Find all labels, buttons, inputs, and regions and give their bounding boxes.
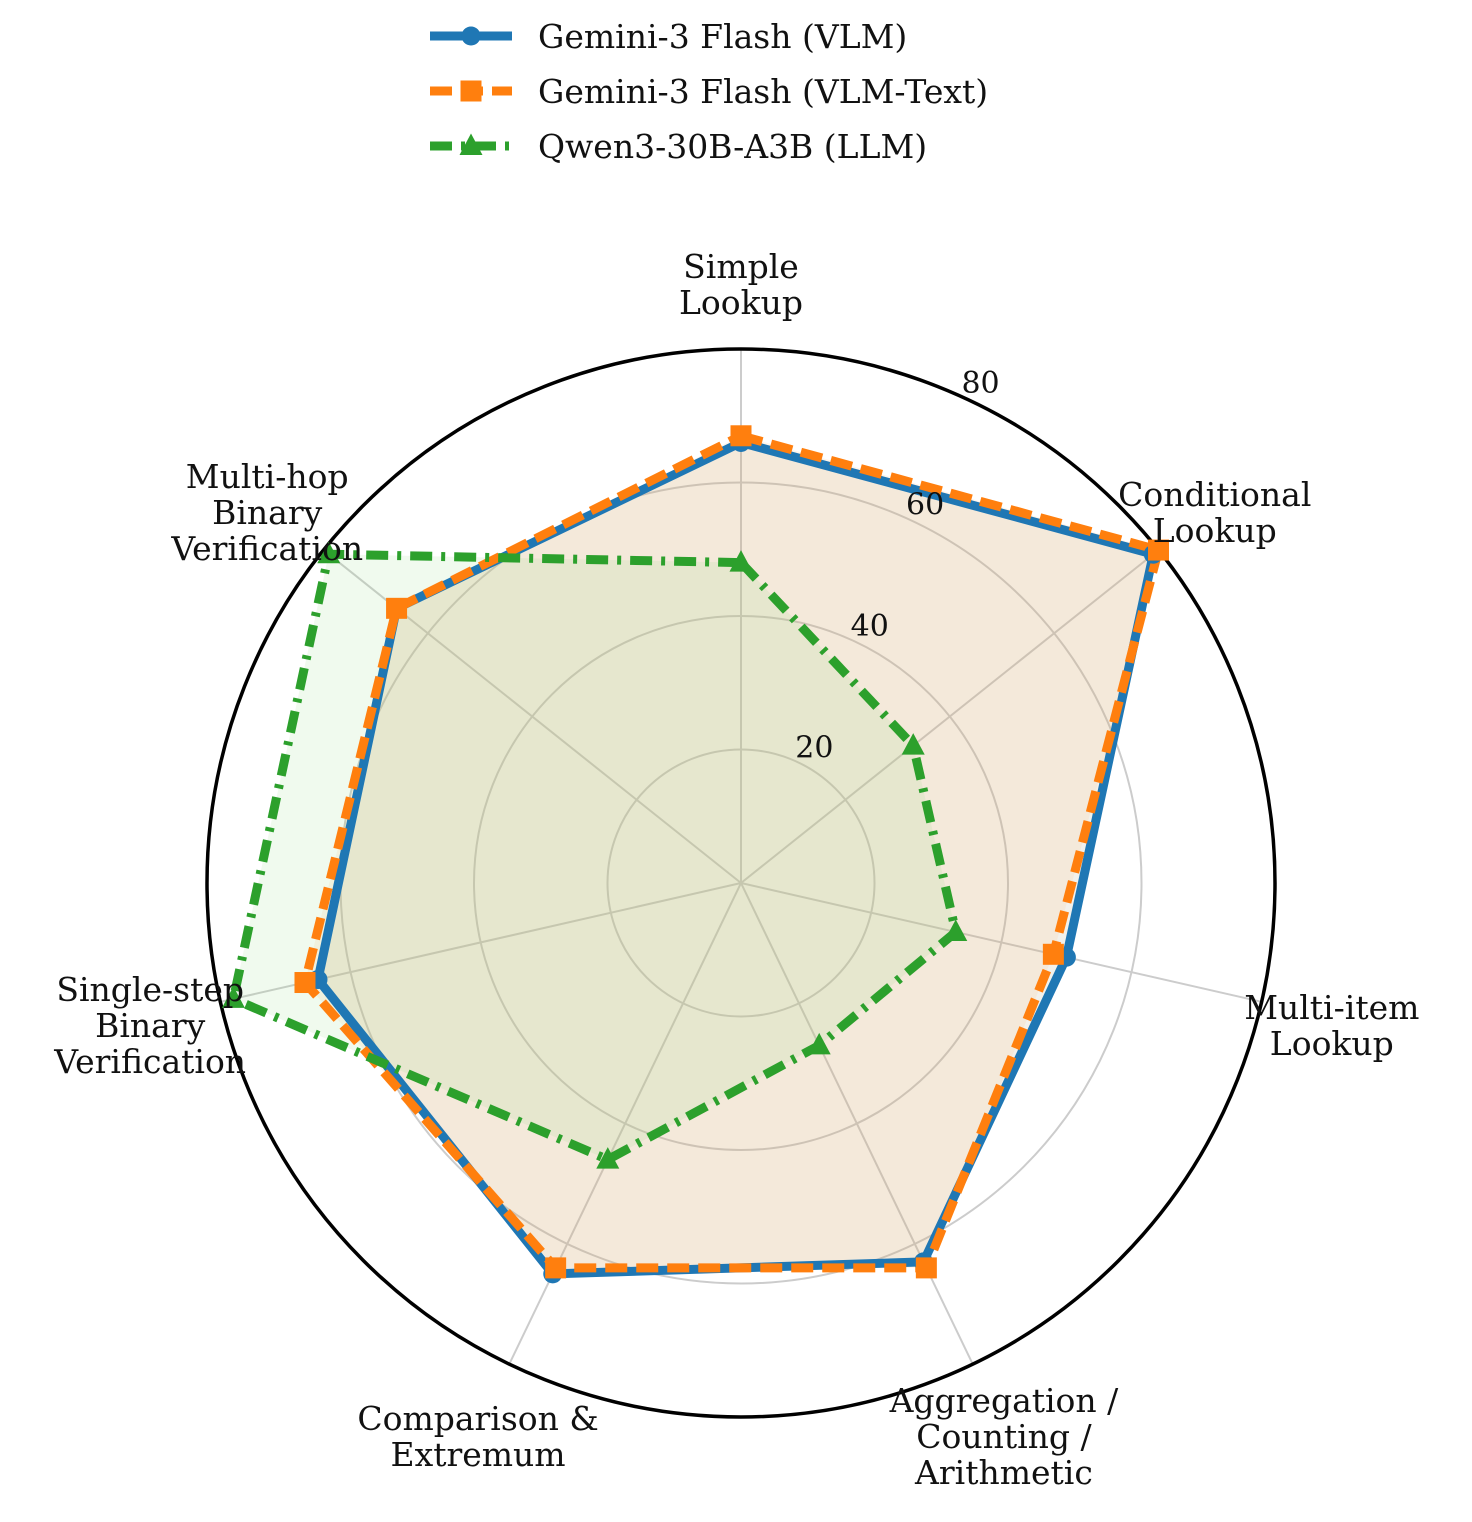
marker-qwen3-30b-a3b-llm-multi-item-lookup bbox=[944, 919, 968, 942]
category-label-aggregation-counting-arithmetic: Aggregation /Counting /Arithmetic bbox=[889, 1381, 1120, 1492]
series-fill-gemini-3-flash-vlm bbox=[318, 442, 1154, 1274]
legend-label-qwen3-30b-a3b-llm: Qwen3-30B-A3B (LLM) bbox=[538, 127, 927, 166]
marker-qwen3-30b-a3b-llm-simple-lookup bbox=[729, 550, 753, 572]
legend-marker-qwen3-30b-a3b-llm bbox=[459, 133, 483, 155]
marker-qwen3-30b-a3b-llm-conditional-lookup bbox=[901, 733, 925, 755]
radar-grid bbox=[205, 347, 1277, 1419]
legend-marker-gemini-3-flash-vlm bbox=[461, 26, 481, 46]
legend-label-gemini-3-flash-vlm: Gemini-3 Flash (VLM) bbox=[538, 17, 907, 56]
series-line-gemini-3-flash-vlm-text bbox=[300, 431, 1163, 1273]
series-lines bbox=[228, 431, 1163, 1279]
spoke-multi-item-lookup bbox=[740, 882, 1262, 1003]
marker-qwen3-30b-a3b-llm-single-step-binary-verification bbox=[221, 986, 245, 1008]
series-markers bbox=[221, 425, 1169, 1284]
radial-tick-80: 80 bbox=[961, 366, 999, 401]
series-fill-gemini-3-flash-vlm-text bbox=[305, 435, 1159, 1268]
outer-frame bbox=[205, 347, 1277, 1419]
spoke-aggregation-counting-arithmetic bbox=[740, 882, 974, 1365]
marker-gemini-3-flash-vlm-text-aggregation-counting-arithmetic bbox=[915, 1257, 937, 1279]
series-fill-qwen3-30b-a3b-llm bbox=[233, 554, 956, 1160]
marker-gemini-3-flash-vlm-text-conditional-lookup bbox=[1147, 539, 1169, 561]
radial-tick-labels: 20 40 60 80 bbox=[795, 366, 999, 765]
series-line-qwen3-30b-a3b-llm bbox=[228, 549, 961, 1165]
marker-qwen3-30b-a3b-llm-multi-hop-binary-verification bbox=[317, 541, 341, 564]
category-label-comparison-extremum: Comparison &Extremum bbox=[357, 1399, 598, 1474]
marker-qwen3-30b-a3b-llm-aggregation-counting-arithmetic bbox=[807, 1032, 831, 1055]
spoke-conditional-lookup bbox=[740, 549, 1160, 884]
marker-qwen3-30b-a3b-llm-comparison-extremum bbox=[596, 1147, 620, 1169]
radial-tick-60: 60 bbox=[906, 488, 944, 523]
marker-gemini-3-flash-vlm-text-single-step-binary-verification bbox=[294, 972, 316, 994]
legend: Gemini-3 Flash (VLM) Gemini-3 Flash (VLM-… bbox=[430, 17, 988, 166]
legend-label-gemini-3-flash-vlm-text: Gemini-3 Flash (VLM-Text) bbox=[538, 72, 988, 111]
series-fills bbox=[233, 435, 1159, 1274]
radial-tick-40: 40 bbox=[851, 609, 889, 644]
marker-gemini-3-flash-vlm-text-simple-lookup bbox=[730, 425, 752, 447]
marker-gemini-3-flash-vlm-text-comparison-extremum bbox=[545, 1257, 567, 1279]
radial-tick-20: 20 bbox=[795, 731, 833, 766]
marker-gemini-3-flash-vlm-text-multi-hop-binary-verification bbox=[386, 597, 408, 619]
spoke-comparison-extremum bbox=[508, 882, 742, 1365]
legend-marker-gemini-3-flash-vlm-text bbox=[460, 80, 482, 102]
marker-gemini-3-flash-vlm-text-multi-item-lookup bbox=[1042, 943, 1064, 965]
